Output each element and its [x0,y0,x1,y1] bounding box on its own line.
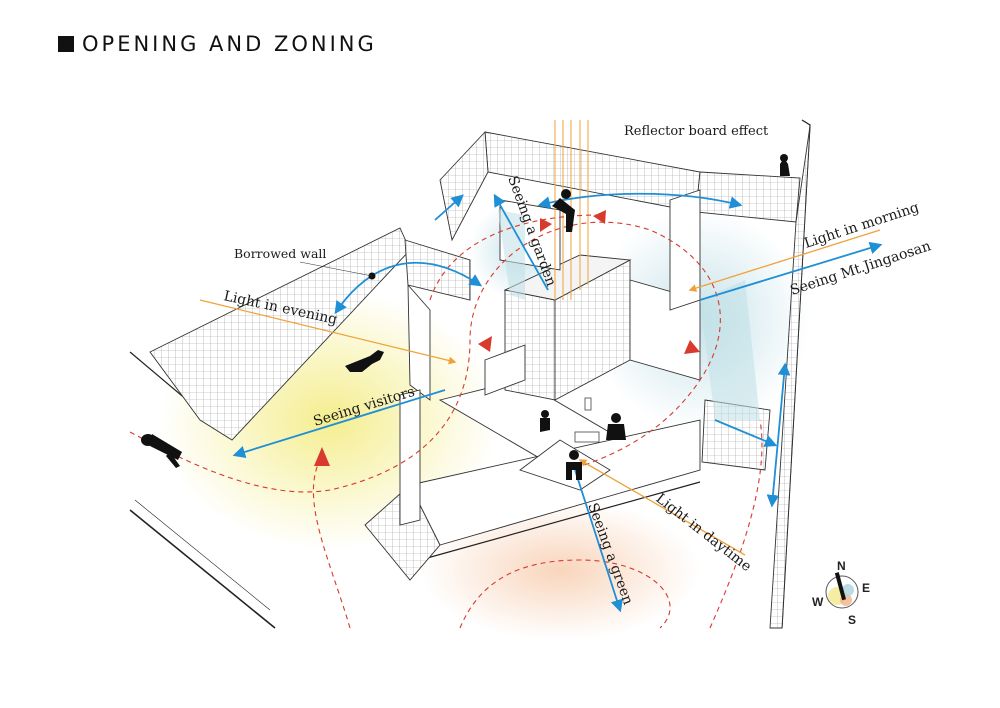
borrowed-wall-arrow [334,261,483,315]
table [574,431,600,443]
east-tint [700,280,760,420]
diagram-title: OPENING AND ZONING [58,32,377,56]
reflector-label: Reflector board effect [624,124,769,139]
sitting-person-right-icon [606,413,626,440]
chair [584,397,592,411]
southeast-view-arrow [714,419,778,447]
title-square-icon [58,36,74,52]
cat-icon [780,154,790,176]
borrowed-wall-leader [299,261,373,277]
compass-n: N [837,559,846,573]
evening-light-arrow [199,299,457,365]
title-text: OPENING AND ZONING [82,32,377,56]
compass-tint-blue [842,584,854,596]
light-arrows [199,229,881,556]
morning-light-arrow [688,229,881,292]
compass: N E S W [812,559,870,627]
compass-e: E [862,581,870,595]
circulation-arrow-north [593,210,606,224]
borrowed-wall-label: Borrowed wall [234,246,326,261]
sight-arrows [232,192,883,613]
west-panel [404,239,471,301]
west-inner-arrow [434,194,464,221]
seeing-green-arrow [574,469,623,613]
standing-person-icon [566,450,582,480]
daytime-light-zone [420,500,700,640]
seeing-jingaosan-arrow [699,241,883,301]
compass-w: W [812,595,824,609]
south-court-white [519,439,611,491]
lying-person-icon [141,434,182,468]
compass-needle-icon [834,572,847,601]
seeing-visitors-arrow [232,389,446,459]
north-side-wall [439,130,489,242]
south-wall [409,419,701,546]
circulation-arrow-east [684,340,700,354]
sitting-person-left-icon [540,410,550,432]
circulation-arrow-west [314,447,330,466]
circulation-arrow-mid [540,218,552,232]
circulation-arrow-center [478,336,492,352]
dog-icon [345,350,384,372]
seeing-garden-arrow [493,193,549,291]
north-view-arrow [537,192,743,209]
ground-lines [129,119,811,629]
east-view-arrow [766,362,791,508]
daytime-light-arrow [578,459,746,556]
furniture [574,397,600,443]
figures [141,154,790,480]
light-morning-label: Light in morning [802,200,921,252]
climbing-person-icon [552,189,575,232]
circulation-arrowheads [314,210,700,466]
interior-step [484,344,526,396]
compass-s: S [848,613,856,627]
west-partition [407,283,431,401]
